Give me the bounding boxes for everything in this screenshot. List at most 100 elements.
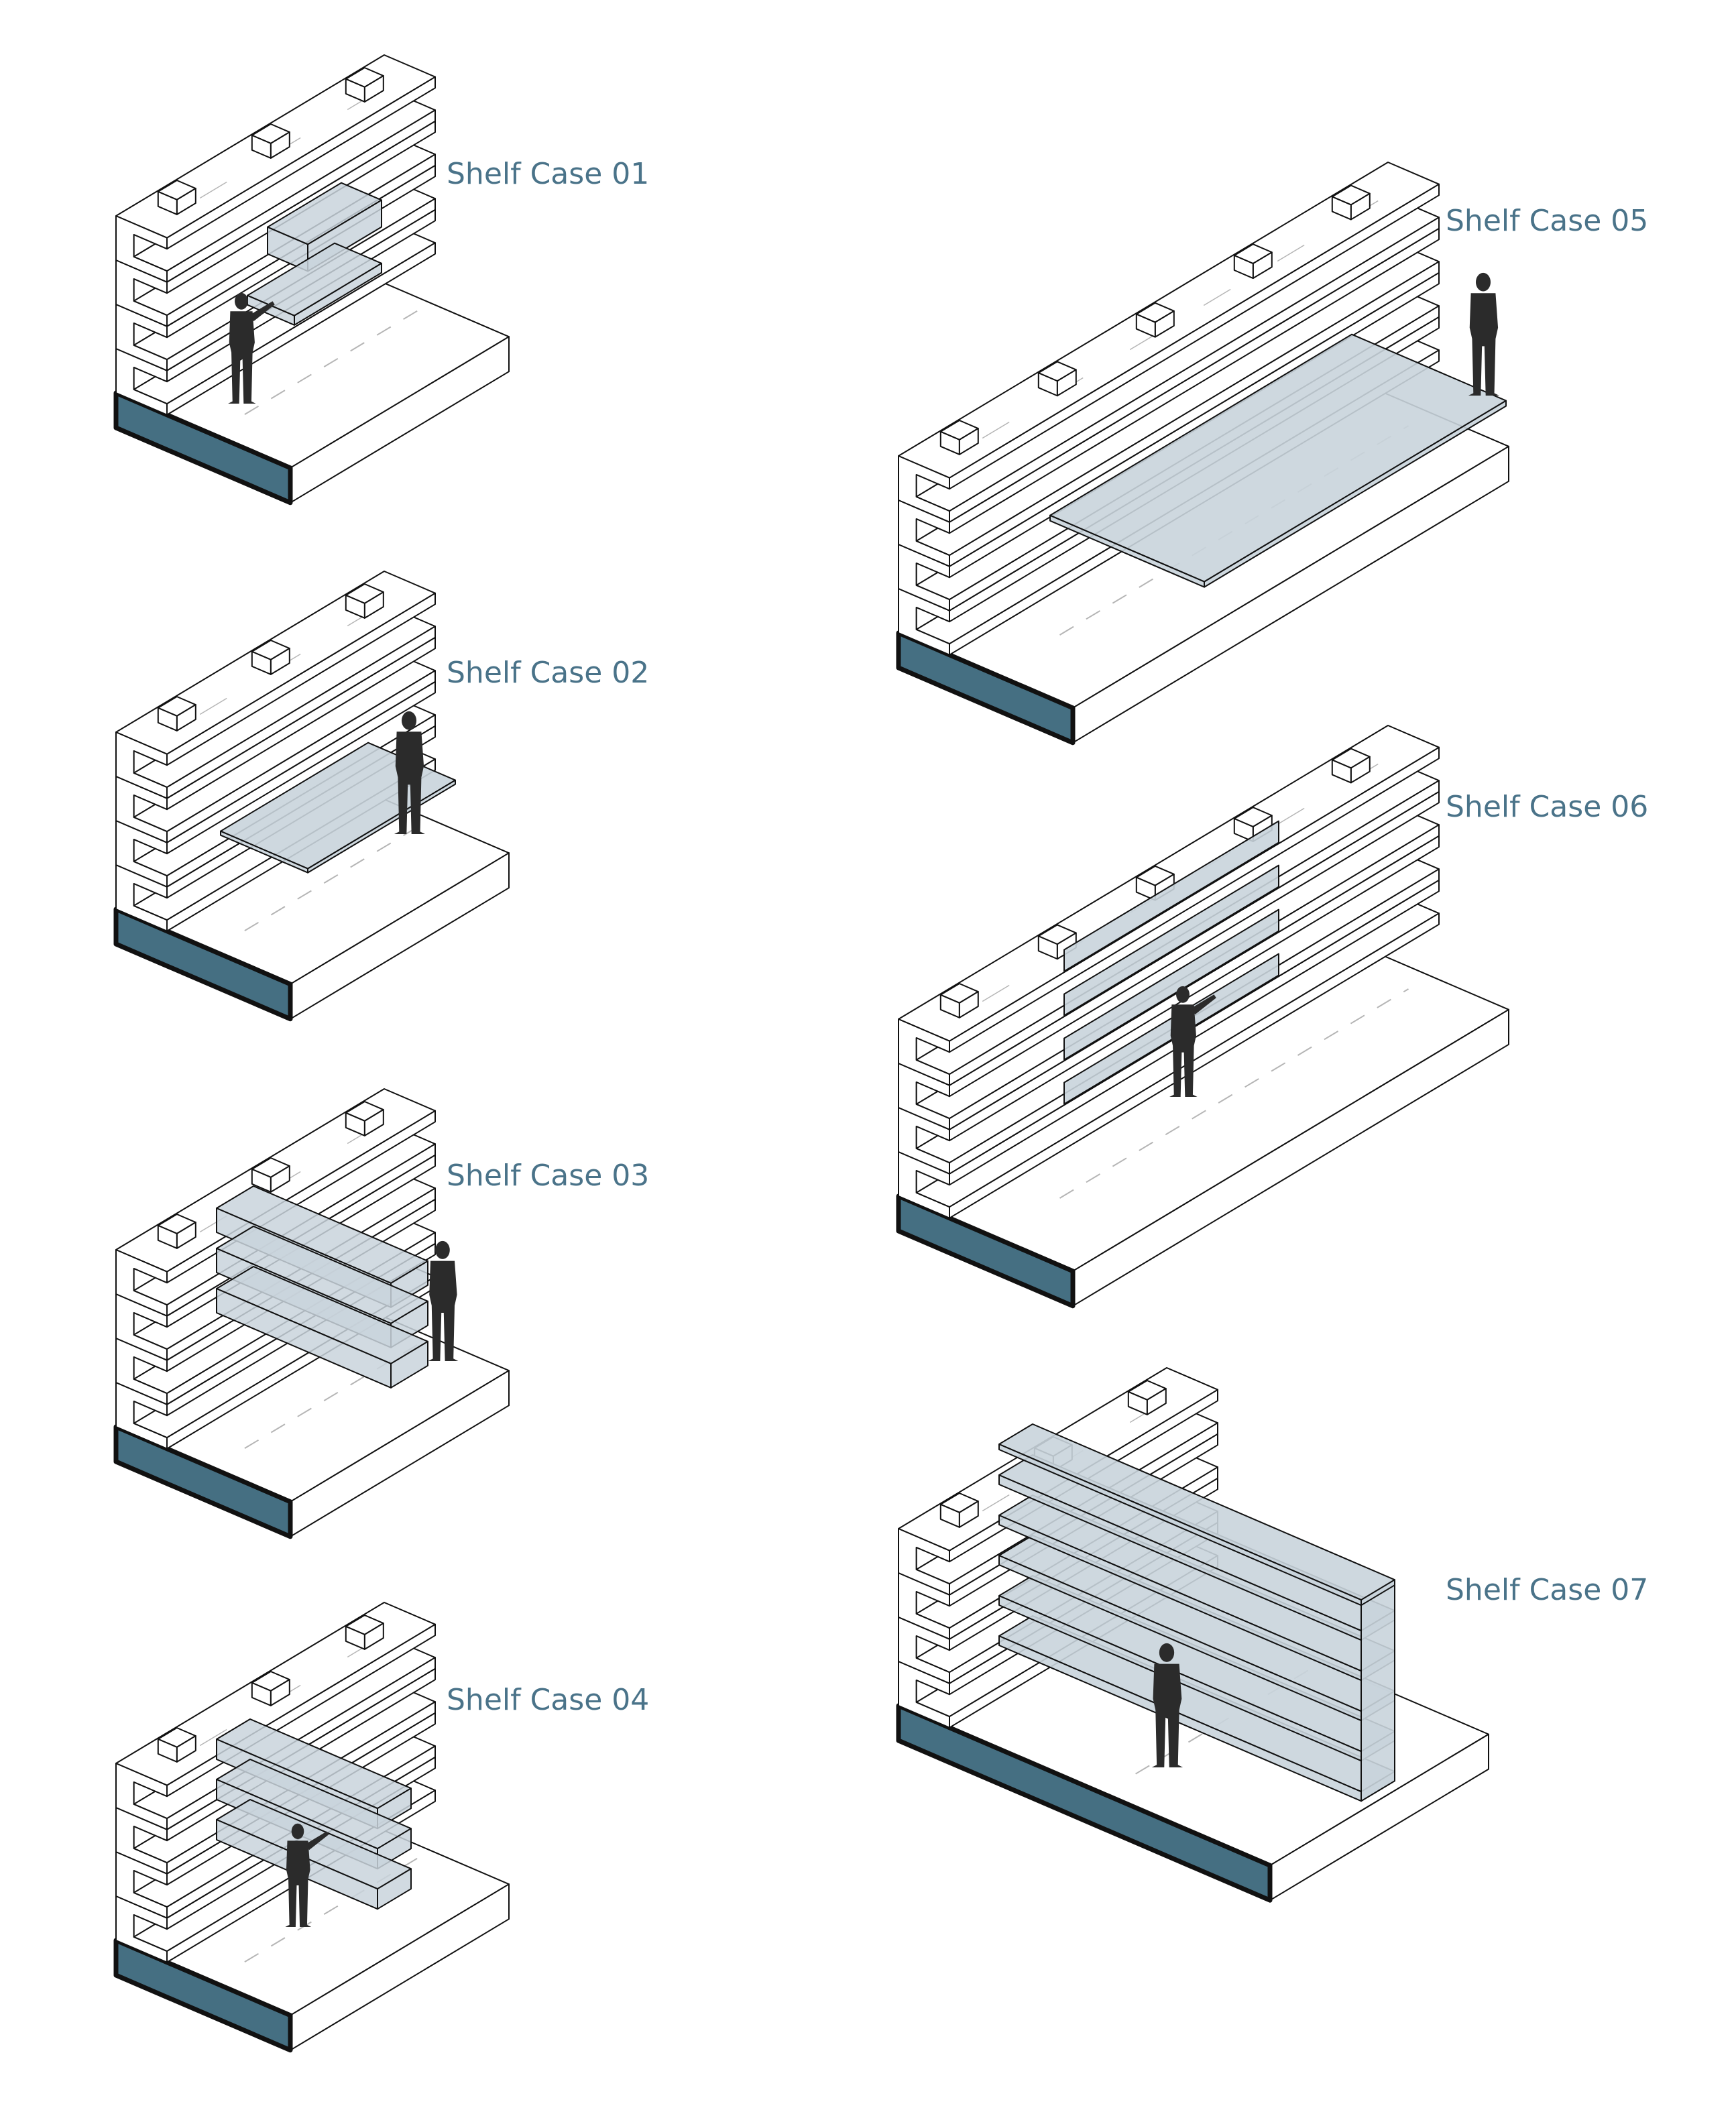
hidden-line	[1203, 288, 1231, 306]
platform-front-face	[113, 1938, 293, 2053]
person-head	[291, 1823, 304, 1840]
pull-out-box-side	[216, 1288, 392, 1389]
hidden-line	[982, 984, 1010, 1002]
recessed-panel	[1063, 864, 1279, 1016]
lamp-box-side	[1037, 372, 1058, 397]
lamp-box-side	[1331, 196, 1352, 221]
label-shelf-case-06: Shelf Case 06	[1446, 790, 1648, 824]
person-silhouette	[1151, 1643, 1183, 1767]
hidden-line	[1277, 807, 1305, 825]
lamp-box-side	[251, 1168, 272, 1193]
label-shelf-case-01: Shelf Case 01	[447, 157, 649, 191]
person-silhouette	[285, 1823, 329, 1927]
hidden-line	[982, 1494, 1010, 1512]
person-body	[285, 1840, 312, 1927]
platform-front-face	[896, 630, 1076, 746]
person-head	[235, 292, 248, 310]
floor-dashed-line	[244, 308, 420, 416]
lamp-box-side	[939, 994, 960, 1018]
person-head	[401, 711, 417, 730]
lamp-box-side	[939, 430, 960, 455]
recessed-panel	[1063, 820, 1279, 972]
person-head	[1176, 986, 1190, 1003]
lamp-box-side	[345, 1112, 365, 1136]
person-body	[1151, 1663, 1183, 1767]
shelf-case-06	[896, 725, 1509, 1309]
shelf-layer	[898, 162, 1440, 523]
drawing-layer	[113, 54, 1509, 2053]
lamp-box-side	[939, 1503, 960, 1528]
hidden-line	[982, 421, 1010, 439]
floor-dashed-line	[1059, 988, 1409, 1199]
lamp-box-side	[251, 134, 272, 159]
person-body	[1468, 293, 1499, 396]
platform-front-face	[896, 1193, 1076, 1309]
person-body	[394, 731, 425, 834]
shelf-end-u-profile	[115, 1249, 168, 1317]
hidden-line	[199, 181, 227, 199]
tray-upper-side	[267, 226, 308, 272]
label-shelf-case-07: Shelf Case 07	[1446, 1573, 1648, 1607]
person-raised-arm	[306, 1831, 329, 1851]
hidden-line	[1277, 244, 1305, 262]
person-raised-arm	[250, 301, 275, 322]
person-silhouette	[228, 292, 275, 404]
shelf-end-u-profile	[898, 1018, 950, 1086]
platform-front-face	[113, 1424, 293, 1539]
shelf-end-u-profile	[115, 215, 168, 283]
shelf-case-01	[113, 54, 510, 506]
shelf-end-u-profile	[115, 731, 168, 799]
floor-dashed-line	[244, 825, 420, 932]
hidden-line	[199, 1728, 227, 1747]
shelf-end-u-profile	[115, 1763, 168, 1830]
lamp-box-side	[1331, 759, 1352, 784]
shelf-unit-top-side	[998, 1444, 1362, 1606]
shelf-end-u-profile	[898, 455, 950, 523]
person-body	[228, 311, 256, 404]
recessed-panel	[1063, 908, 1279, 1061]
fold-out-table-side	[220, 830, 308, 874]
shelf-end-u-profile	[898, 1528, 950, 1596]
label-shelf-case-05: Shelf Case 05	[1446, 204, 1648, 238]
shelf-case-03	[113, 1088, 510, 1539]
label-shelf-case-04: Shelf Case 04	[447, 1683, 649, 1717]
hidden-line	[199, 697, 227, 715]
shelf-case-04	[113, 1602, 510, 2053]
label-shelf-case-02: Shelf Case 02	[447, 656, 649, 690]
person-body	[428, 1260, 459, 1361]
platform-front-face	[113, 906, 293, 1022]
lamp-box-side	[251, 1682, 272, 1706]
labels: Shelf Case 01 Shelf Case 02 Shelf Case 0…	[447, 157, 1648, 1717]
lamp-box-side	[157, 1224, 178, 1249]
lamp-box-side	[157, 1738, 178, 1763]
lamp-box-side	[1135, 876, 1156, 901]
person-raised-arm	[1192, 994, 1216, 1015]
shelf-case-02	[113, 571, 510, 1022]
long-table-side	[1049, 514, 1205, 588]
lamp-box-side	[1233, 255, 1254, 280]
lamp-box-side	[157, 190, 178, 215]
lamp-box-side	[345, 78, 365, 103]
person-silhouette	[428, 1240, 459, 1361]
person-silhouette	[1468, 272, 1499, 396]
shelf-case-07	[896, 1367, 1489, 1903]
shelf-unit-end-panel	[1361, 1579, 1395, 1802]
lamp-box-side	[251, 650, 272, 675]
lamp-box-side	[1037, 935, 1058, 960]
lamp-box-side	[345, 594, 365, 619]
label-shelf-case-03: Shelf Case 03	[447, 1159, 649, 1193]
platform-front-face	[113, 390, 293, 506]
person-head	[435, 1240, 450, 1259]
lamp-box-side	[1127, 1391, 1148, 1415]
person-head	[1159, 1643, 1175, 1662]
person-silhouette	[394, 711, 425, 834]
person-body	[1169, 1004, 1198, 1097]
platform-front-face	[896, 1703, 1273, 1903]
floor-dashed-line	[1059, 425, 1409, 636]
lamp-box-side	[1135, 313, 1156, 338]
lamp-box-side	[157, 707, 178, 731]
lamp-box-side	[345, 1625, 365, 1650]
lamp-box-side	[1233, 818, 1254, 843]
